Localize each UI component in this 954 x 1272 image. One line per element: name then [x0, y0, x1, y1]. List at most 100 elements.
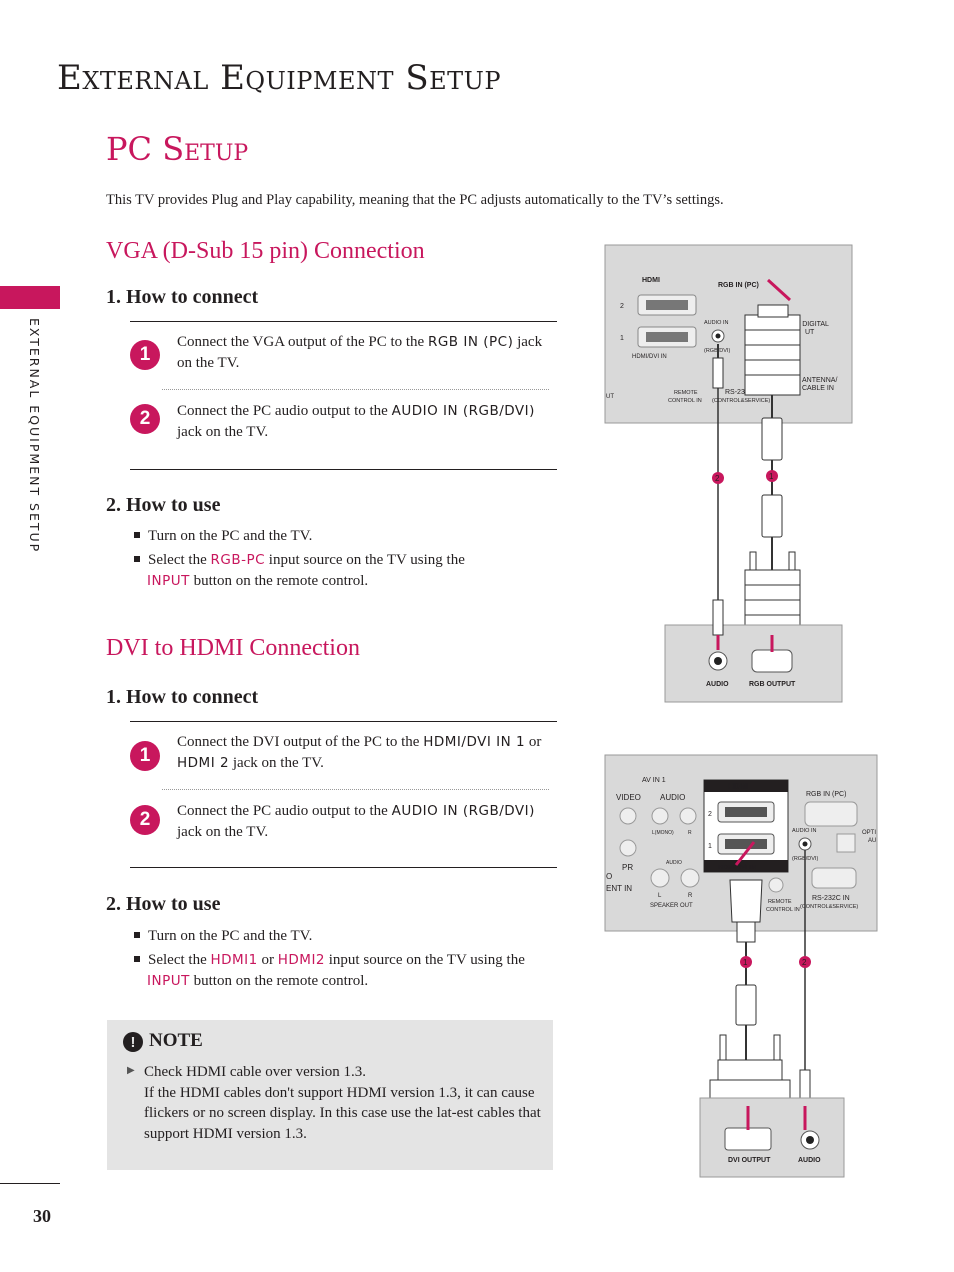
- svg-text:ANTENNA/: ANTENNA/: [802, 377, 837, 384]
- svg-text:2: 2: [715, 474, 720, 483]
- vga-use-heading: 2. How to use: [106, 494, 221, 516]
- svg-text:AU: AU: [868, 838, 876, 844]
- dvi-use-heading: 2. How to use: [106, 893, 221, 915]
- pc-rgb-port: [751, 649, 793, 673]
- svg-text:1: 1: [620, 335, 624, 342]
- svg-text:CABLE IN: CABLE IN: [802, 385, 834, 392]
- dvi-use-bullet2: Select the HDMI1 or HDMI2 input source o…: [134, 950, 550, 992]
- svg-text:OPTI: OPTI: [862, 830, 876, 836]
- section-title: PC Setup: [106, 130, 249, 168]
- vga-step1-text: Connect the VGA output of the PC to the …: [177, 334, 543, 371]
- svg-text:2: 2: [708, 811, 712, 818]
- pc-back-panel-2: [699, 1097, 845, 1178]
- triangle-right-icon: ▶: [127, 1065, 135, 1076]
- dvi-section-title: DVI to HDMI Connection: [106, 635, 360, 661]
- svg-text:AL DIGITAL: AL DIGITAL: [792, 321, 829, 328]
- svg-text:AUDIO: AUDIO: [666, 860, 682, 866]
- dvi-bottom-rule: [130, 867, 557, 868]
- svg-text:UT: UT: [805, 329, 815, 336]
- vga-step-divider: [162, 389, 549, 390]
- dvi-step-divider: [162, 789, 549, 790]
- page-number: 30: [33, 1206, 51, 1226]
- svg-text:2: 2: [802, 958, 807, 967]
- dvi-step2-keyword: AUDIO IN (RGB/DVI): [391, 803, 535, 819]
- page-number-rule: [0, 1183, 60, 1184]
- svg-text:AUDIO: AUDIO: [798, 1157, 821, 1164]
- svg-text:2: 2: [620, 303, 624, 310]
- svg-text:RS-232C IN: RS-232C IN: [725, 389, 763, 396]
- page-header-title: External Equipment Setup: [57, 58, 502, 98]
- svg-text:(CONTROL&SERVICE): (CONTROL&SERVICE): [712, 398, 770, 404]
- dvi-use-bullet1: Turn on the PC and the TV.: [134, 926, 312, 947]
- svg-text:1: 1: [743, 958, 748, 967]
- svg-text:REMOTE: REMOTE: [768, 899, 792, 905]
- svg-text:RS-232C IN: RS-232C IN: [812, 895, 850, 902]
- svg-text:L: L: [658, 893, 662, 899]
- svg-text:UT: UT: [606, 394, 614, 400]
- dvi-step2-badge: 2: [130, 805, 160, 835]
- vga-connection-diagram: HDMI 2 1 HDMI/DVI IN RGB IN (PC) AUDIO I…: [604, 244, 853, 703]
- svg-text:CONTROL IN: CONTROL IN: [766, 907, 800, 913]
- svg-text:L(MONO): L(MONO): [652, 830, 674, 836]
- diagram-badge-2: [712, 472, 724, 484]
- vga-step2-badge: 2: [130, 404, 160, 434]
- svg-text:HDMI/DVI IN: HDMI/DVI IN: [632, 354, 667, 360]
- svg-text:1: 1: [769, 472, 774, 481]
- hdmi-input-block: [703, 779, 789, 873]
- dvi-step1-badge: 1: [130, 741, 160, 771]
- note-box: ! NOTE ▶ Check HDMI cable over version 1…: [107, 1020, 553, 1170]
- vga-section-title: VGA (D-Sub 15 pin) Connection: [106, 238, 425, 264]
- svg-text:AUDIO: AUDIO: [660, 793, 685, 802]
- vga-use-bullet1: Turn on the PC and the TV.: [134, 526, 312, 547]
- vga-step1-keyword: RGB IN (PC): [427, 334, 514, 350]
- svg-text:RGB OUTPUT: RGB OUTPUT: [749, 681, 796, 688]
- note-body: Check HDMI cable over version 1.3. If th…: [144, 1062, 544, 1144]
- note-heading: NOTE: [149, 1030, 203, 1051]
- svg-text:AUDIO: AUDIO: [706, 681, 729, 688]
- svg-text:ENT IN: ENT IN: [606, 884, 632, 893]
- svg-text:R: R: [688, 830, 692, 836]
- svg-text:RGB IN (PC): RGB IN (PC): [806, 791, 846, 798]
- side-tab-marker: [0, 286, 60, 309]
- dvi-connection-diagram: AV IN 1 VIDEO AUDIO L(MONO) R PR AUDIO O…: [604, 754, 878, 1178]
- vga-top-rule: [130, 321, 557, 322]
- svg-text:AUDIO IN: AUDIO IN: [792, 828, 816, 834]
- pc-dvi-port: [724, 1127, 772, 1151]
- svg-text:1: 1: [708, 843, 712, 850]
- dvi-step1-text: Connect the DVI output of the PC to the …: [177, 734, 542, 771]
- vga-bottom-rule: [130, 469, 557, 470]
- svg-text:RGB IN (PC): RGB IN (PC): [718, 282, 759, 289]
- svg-text:DVI OUTPUT: DVI OUTPUT: [728, 1157, 771, 1164]
- note-line1: Check HDMI cable over version 1.3.: [144, 1064, 367, 1080]
- vga-plug-tv-side: [744, 314, 801, 396]
- dvi-top-rule: [130, 721, 557, 722]
- svg-text:REMOTE: REMOTE: [674, 390, 698, 396]
- svg-text:(CONTROL&SERVICE): (CONTROL&SERVICE): [800, 904, 858, 910]
- svg-text:CONTROL IN: CONTROL IN: [668, 398, 702, 404]
- vga-step2-keyword: AUDIO IN (RGB/DVI): [391, 403, 535, 419]
- svg-text:SPEAKER OUT: SPEAKER OUT: [650, 903, 693, 909]
- dvi-step2-text: Connect the PC audio output to the AUDIO…: [177, 803, 535, 840]
- diagram-badge-1b: [740, 956, 752, 968]
- vga-step2-text: Connect the PC audio output to the AUDIO…: [177, 403, 535, 440]
- svg-text:HDMI/DVI IN: HDMI/DVI IN: [718, 864, 756, 871]
- svg-text:VIDEO: VIDEO: [616, 793, 641, 802]
- svg-text:AUDIO IN: AUDIO IN: [704, 320, 728, 326]
- vga-connect-heading: 1. How to connect: [106, 286, 259, 308]
- svg-text:R: R: [688, 893, 693, 899]
- vga-step1-badge: 1: [130, 340, 160, 370]
- diagram-badge-1: [766, 470, 778, 482]
- intro-text: This TV provides Plug and Play capabilit…: [106, 192, 724, 208]
- svg-text:HDMI: HDMI: [728, 782, 748, 791]
- dvi-step1-keyword: HDMI/DVI IN 1: [423, 734, 526, 750]
- diagram-badge-2b: [799, 956, 811, 968]
- warning-icon: !: [123, 1032, 143, 1052]
- hdmi-logo: HDMI: [642, 277, 660, 284]
- side-label: EXTERNAL EQUIPMENT SETUP: [27, 318, 42, 554]
- dvi-connect-heading: 1. How to connect: [106, 686, 259, 708]
- svg-text:O: O: [606, 872, 612, 881]
- vga-use-bullet2: Select the RGB-PC input source on the TV…: [134, 550, 534, 592]
- note-line2: If the HDMI cables don't support HDMI ve…: [144, 1084, 541, 1142]
- svg-text:AV IN 1: AV IN 1: [642, 777, 666, 784]
- svg-text:PR: PR: [622, 863, 633, 872]
